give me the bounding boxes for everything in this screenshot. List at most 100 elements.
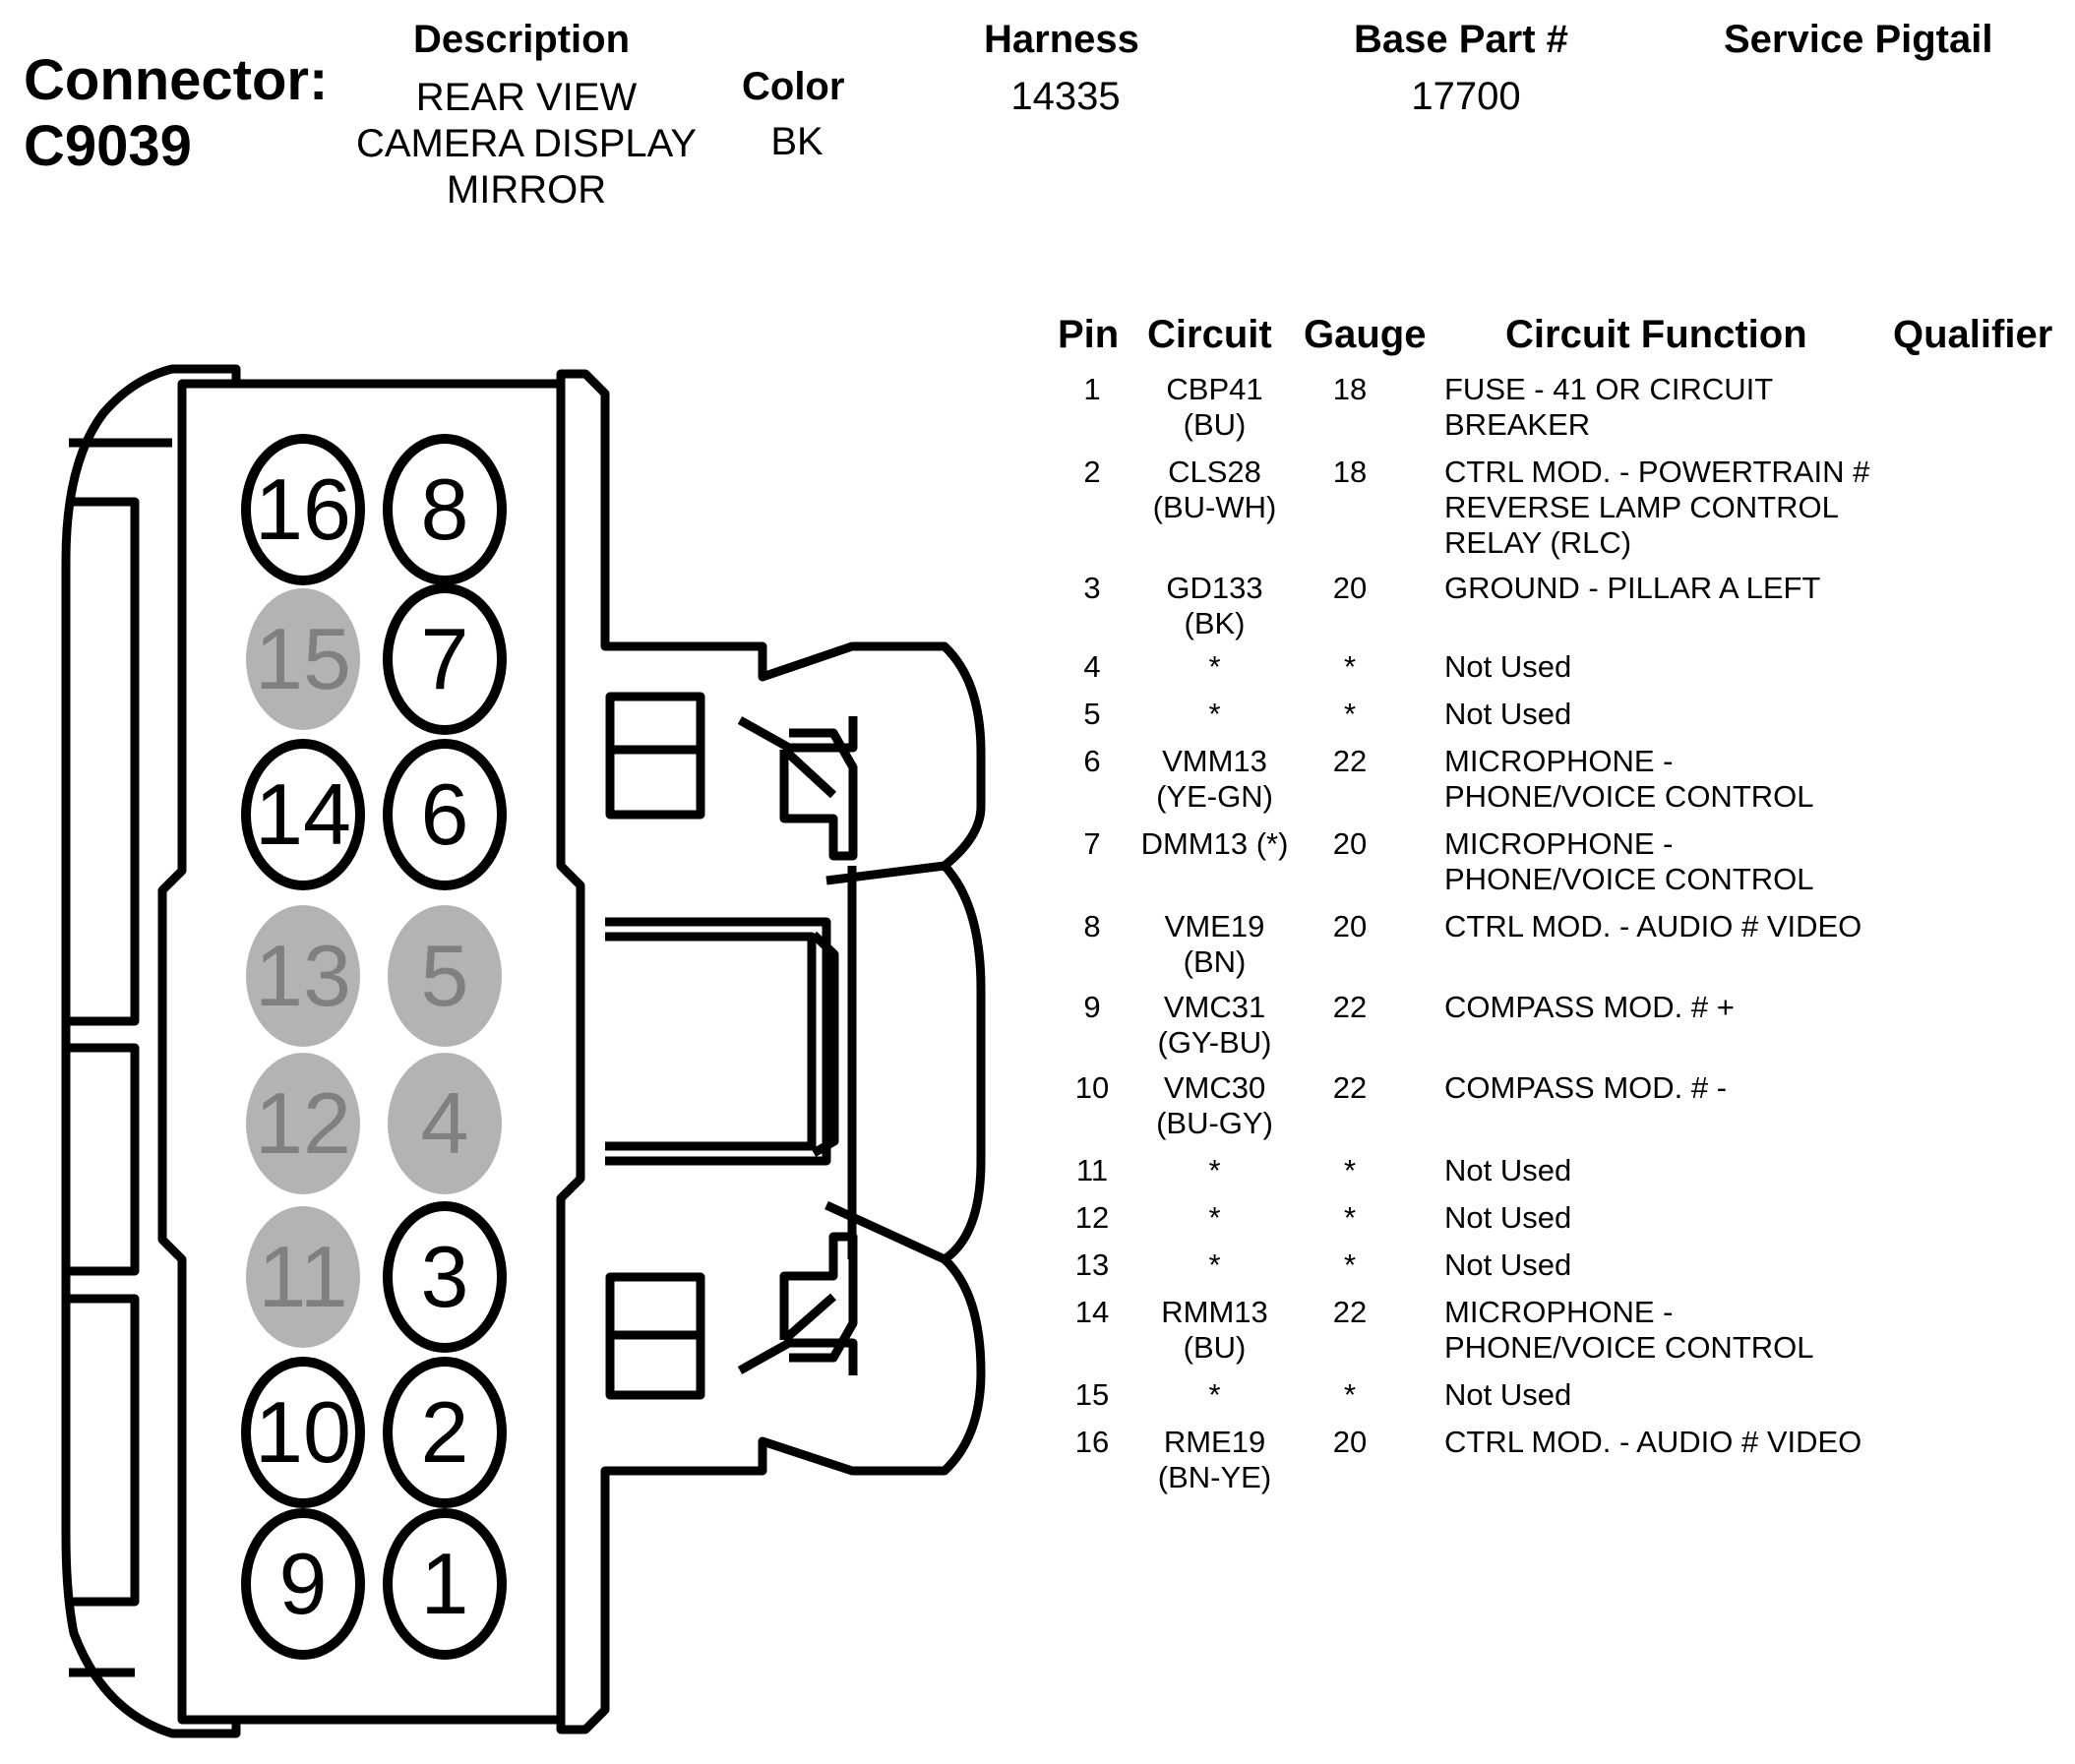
- pin-2-cavity: 2: [383, 1357, 507, 1508]
- circuit-code: RME19: [1163, 1425, 1266, 1459]
- pin-cavity-shape: [388, 1053, 502, 1194]
- qualifier-column-header: Qualifier: [1893, 313, 2053, 356]
- circuit-code: VMC30: [1163, 1070, 1266, 1105]
- circuit-function: BREAKER: [1444, 407, 1591, 442]
- circuit-function: REVERSE LAMP CONTROL: [1444, 490, 1839, 524]
- circuit-code: DMM13 (*): [1140, 826, 1289, 861]
- circuit-function: PHONE/VOICE CONTROL: [1444, 779, 1814, 814]
- pin-number-label: 6: [421, 765, 469, 863]
- circuit-code: *: [1208, 1153, 1221, 1187]
- pin-number-label: 7: [421, 610, 469, 707]
- wire-gauge: *: [1343, 1153, 1357, 1187]
- base-part-label: Base Part #: [1354, 18, 1568, 61]
- pin-number: 2: [1083, 455, 1101, 489]
- circuit-function: MICROPHONE -: [1444, 744, 1674, 778]
- wire-gauge: 18: [1332, 372, 1368, 406]
- pin-number: 3: [1083, 571, 1101, 605]
- wire-gauge: 22: [1332, 990, 1368, 1024]
- circuit-function: CTRL MOD. - AUDIO # VIDEO: [1444, 909, 1862, 943]
- pin-number-label: 13: [255, 927, 351, 1024]
- circuit-code: (BU-GY): [1156, 1106, 1273, 1140]
- circuit-code: *: [1208, 697, 1221, 731]
- circuit-function: GROUND - PILLAR A LEFT: [1444, 571, 1821, 605]
- circuit-code: CBP41: [1166, 372, 1263, 406]
- pin-cavity-shape: [241, 1508, 365, 1660]
- pin-cavity-shape: [246, 1206, 360, 1348]
- pin-6-cavity: 6: [383, 739, 507, 890]
- pin-13-cavity: 13: [246, 905, 360, 1047]
- pin-cavity-shape: [246, 1053, 360, 1194]
- circuit-code: (BU): [1183, 1330, 1247, 1365]
- description-line-1: REAR VIEW: [415, 76, 638, 119]
- circuit-function: Not Used: [1444, 1200, 1572, 1235]
- circuit-function: Not Used: [1444, 1153, 1572, 1187]
- pin-1-cavity: 1: [383, 1508, 507, 1660]
- circuit-code: VMC31: [1163, 990, 1266, 1024]
- circuit-code: (GY-BU): [1157, 1025, 1272, 1060]
- wire-gauge: 20: [1332, 909, 1368, 943]
- pin-14-cavity: 14: [241, 739, 365, 890]
- pin-number-label: 10: [255, 1383, 351, 1481]
- wire-gauge: 20: [1332, 826, 1368, 861]
- wire-gauge: *: [1343, 1247, 1357, 1282]
- pin-number-label: 3: [421, 1228, 469, 1325]
- harness-label: Harness: [984, 18, 1139, 61]
- circuit-code: (BN): [1183, 944, 1247, 979]
- pin-number-label: 15: [255, 610, 351, 707]
- pin-cavity-shape: [383, 1201, 507, 1353]
- pin-number-label: 14: [255, 765, 351, 863]
- description-value: REAR VIEW CAMERA DISPLAY MIRROR: [339, 75, 713, 213]
- pin-number-label: 11: [258, 1228, 347, 1325]
- pin-number-label: 4: [421, 1074, 469, 1172]
- circuit-code: (BU-WH): [1152, 490, 1277, 524]
- pin-number-label: 5: [421, 927, 469, 1024]
- pin-number-label: 2: [421, 1383, 469, 1481]
- service-pigtail-label: Service Pigtail: [1724, 18, 1993, 61]
- circuit-function: CTRL MOD. - POWERTRAIN #: [1444, 455, 1870, 489]
- pin-number: 12: [1074, 1200, 1110, 1235]
- circuit-function: Not Used: [1444, 1247, 1572, 1282]
- pin-number: 1: [1083, 372, 1101, 406]
- circuit-code: (BK): [1184, 606, 1246, 640]
- gauge-column-header: Gauge: [1304, 313, 1427, 356]
- circuit-code: RMM13: [1161, 1295, 1268, 1329]
- pin-cavity-shape: [388, 905, 502, 1047]
- wire-gauge: 20: [1332, 1425, 1368, 1459]
- circuit-code: VMM13: [1162, 744, 1267, 778]
- circuit-function: COMPASS MOD. # -: [1444, 1070, 1728, 1105]
- connector-id: C9039: [24, 114, 192, 178]
- pin-number: 7: [1083, 826, 1101, 861]
- circuit-code: *: [1208, 649, 1221, 684]
- circuit-code: GD133: [1166, 571, 1263, 605]
- pin-cavity-shape: [241, 739, 365, 890]
- circuit-column-header: Circuit: [1147, 313, 1272, 356]
- pin-number: 15: [1074, 1377, 1110, 1412]
- pin-number: 13: [1074, 1247, 1110, 1282]
- pin-number-label: 12: [255, 1074, 351, 1172]
- circuit-function: PHONE/VOICE CONTROL: [1444, 1330, 1814, 1365]
- circuit-code: *: [1208, 1377, 1221, 1412]
- circuit-function: PHONE/VOICE CONTROL: [1444, 862, 1814, 896]
- pin-cavity-shape: [241, 434, 365, 585]
- color-value: BK: [770, 120, 824, 163]
- description-line-3: MIRROR: [446, 168, 607, 212]
- pin-cavity-shape: [383, 434, 507, 585]
- circuit-function-column-header: Circuit Function: [1505, 313, 1807, 356]
- pin-cavity-shape: [383, 1508, 507, 1660]
- pin-5-cavity: 5: [388, 905, 502, 1047]
- pin-number-label: 1: [421, 1535, 469, 1632]
- pin-cavity-shape: [246, 588, 360, 730]
- pin-cavity-shape: [246, 905, 360, 1047]
- pin-number: 5: [1083, 697, 1101, 731]
- color-label: Color: [742, 65, 845, 108]
- description-line-2: CAMERA DISPLAY: [355, 122, 698, 165]
- circuit-code: *: [1208, 1200, 1221, 1235]
- circuit-code: VME19: [1164, 909, 1265, 943]
- circuit-function: COMPASS MOD. # +: [1444, 990, 1735, 1024]
- pin-9-cavity: 9: [241, 1508, 365, 1660]
- pin-4-cavity: 4: [388, 1053, 502, 1194]
- pin-number: 10: [1074, 1070, 1110, 1105]
- pin-cavity-shape: [383, 1357, 507, 1508]
- pin-cavity-shape: [383, 583, 507, 735]
